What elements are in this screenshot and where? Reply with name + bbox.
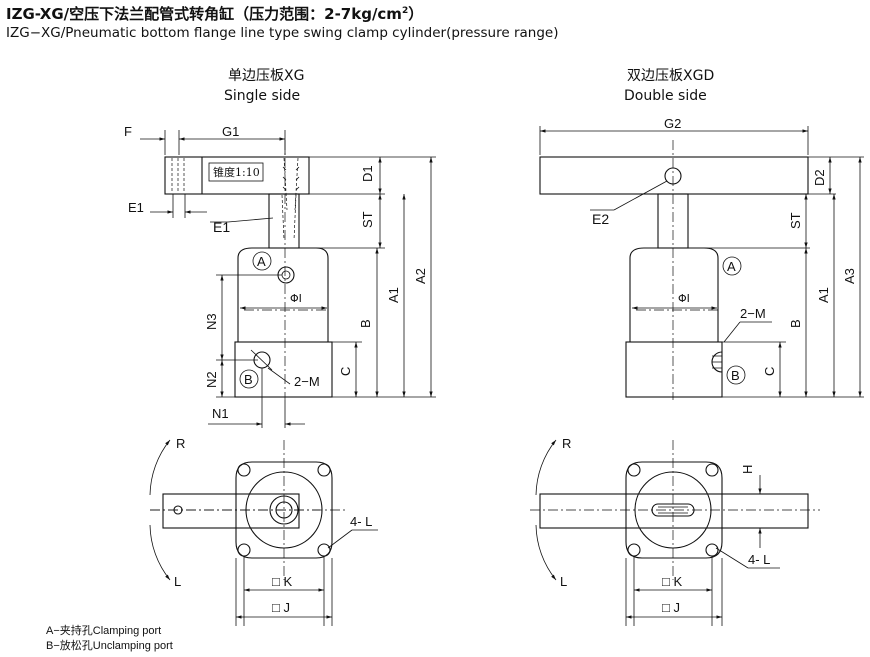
dim-a1-2-label: A1 [816, 287, 831, 303]
single-j-label: □ J [272, 600, 290, 615]
dim-d2-label: D2 [812, 169, 827, 186]
double-k-label: □ K [662, 574, 682, 589]
dim-c2-label: C [762, 367, 777, 376]
dim-e1-side-label: E1 [213, 219, 230, 235]
single-k-label: □ K [272, 574, 292, 589]
double-port-b-label: B [731, 368, 740, 383]
double-phi-label: ΦI [678, 292, 690, 305]
double-rotate-l: L [560, 574, 567, 589]
single-rotate-r: R [176, 436, 185, 451]
single-clamp-arm [164, 156, 310, 195]
taper-label-box [208, 162, 264, 182]
single-port-a-label: A [257, 254, 266, 269]
single-side-view: 单边压板XG Single side 锥度1:10 A B 2−M [124, 68, 436, 428]
double-port-a-label: A [727, 259, 736, 274]
single-plan-arm [162, 493, 300, 529]
dim-f-label: F [124, 124, 132, 139]
single-4l-label: 4- L [350, 514, 372, 529]
dim-b2-label: B [788, 319, 803, 328]
double-j-label: □ J [662, 600, 680, 615]
dim-n3-label: N3 [204, 313, 219, 330]
single-plan-view: R L 4- L □ K □ J [149, 436, 378, 626]
double-plan-view: R L H 4- L □ K □ J [530, 436, 820, 626]
single-rotate-l: L [174, 574, 181, 589]
double-4l-label: 4- L [748, 552, 770, 567]
double-title-en: Double side [624, 88, 707, 104]
dim-h-label: H [740, 465, 755, 474]
double-title-cn: 双边压板XGD [627, 68, 714, 84]
single-title-en: Single side [224, 88, 300, 104]
single-phi-label: ΦI [290, 292, 302, 305]
taper-label: 锥度1:10 [213, 165, 260, 179]
dim-st-label: ST [360, 211, 375, 228]
single-m-label: 2−M [294, 374, 320, 389]
double-flange [625, 341, 723, 398]
single-port-b-label: B [244, 372, 253, 387]
single-flange [234, 341, 333, 398]
dim-a2-label: A2 [413, 268, 428, 284]
note-unclamping-port: B−放松孔Unclamping port [46, 638, 173, 652]
dim-c-label: C [338, 367, 353, 376]
dim-a1-label: A1 [386, 287, 401, 303]
double-side-view: 双边压板XGD Double side A B 2−M ΦI E2 G2 [539, 68, 864, 400]
double-clamp-arm [539, 156, 809, 195]
dim-e1-label: E1 [128, 200, 144, 215]
dim-n2-label: N2 [204, 371, 219, 388]
single-cylinder-body [237, 247, 329, 343]
note-clamping-port: A−夹持孔Clamping port [46, 623, 161, 637]
single-title-cn: 单边压板XG [228, 68, 304, 84]
dim-d1-label: D1 [360, 165, 375, 182]
dim-st2-label: ST [788, 212, 803, 229]
double-plan-arm [539, 493, 809, 529]
page-subtitle: IZG−XG/Pneumatic bottom flange line type… [6, 25, 559, 41]
title-text: IZG-XG/空压下法兰配管式转角缸（压力范围：2-7kg/cm [6, 5, 402, 23]
page-title: IZG-XG/空压下法兰配管式转角缸（压力范围：2-7kg/cm2） [6, 3, 423, 24]
title-end: ） [408, 5, 424, 23]
title-superscript: 2 [401, 6, 409, 16]
double-m-label: 2−M [740, 306, 766, 321]
dim-e2-label: E2 [592, 211, 609, 227]
double-cylinder-body [629, 247, 719, 343]
dim-g1-label: G1 [222, 124, 239, 139]
dim-g2-label: G2 [664, 116, 681, 131]
dim-b-label: B [358, 319, 373, 328]
dim-a3-label: A3 [842, 268, 857, 284]
double-rotate-r: R [562, 436, 571, 451]
dim-n1-label: N1 [212, 406, 229, 421]
